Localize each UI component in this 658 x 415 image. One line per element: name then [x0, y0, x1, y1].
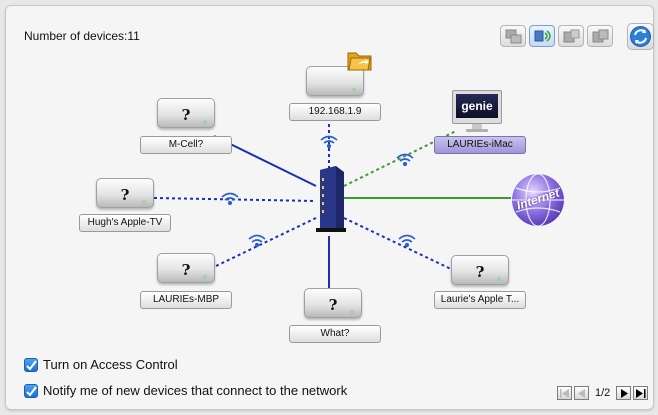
device-icon[interactable]: ? — [96, 178, 154, 208]
page-indicator: 1/2 — [595, 387, 611, 399]
imac-screen-text: genie — [461, 99, 493, 113]
first-page-icon — [560, 389, 569, 398]
grid-view-icon — [592, 29, 609, 43]
last-page-button[interactable] — [633, 386, 648, 400]
notify-new-devices-checkbox[interactable] — [24, 384, 38, 398]
device-icon[interactable]: ? — [304, 288, 362, 318]
checkmark-icon — [26, 386, 37, 397]
device-label[interactable]: Hugh's Apple-TV — [79, 214, 171, 232]
next-page-icon — [621, 389, 628, 398]
wifi-icon — [398, 234, 416, 248]
wifi-icon — [320, 135, 338, 149]
first-page-button[interactable] — [557, 386, 572, 400]
notify-new-devices-label[interactable]: Notify me of new devices that connect to… — [43, 383, 348, 398]
device-icon[interactable]: ? — [157, 98, 215, 128]
device-label-selected[interactable]: LAURIEs-iMac — [434, 136, 526, 154]
list-view-button[interactable] — [500, 25, 526, 47]
folder-share-icon — [347, 52, 372, 71]
unknown-device-glyph: ? — [328, 296, 338, 314]
last-page-icon — [636, 389, 646, 398]
device-count: Number of devices:11 — [24, 29, 140, 43]
device-icon[interactable]: ? — [451, 255, 509, 285]
imac-icon[interactable]: genie — [452, 90, 504, 136]
prev-page-icon — [578, 389, 585, 398]
list-view-icon — [505, 29, 522, 44]
device-label[interactable]: LAURIEs-MBP — [140, 291, 232, 309]
split-view-icon — [563, 29, 580, 43]
device-label[interactable]: M-Cell? — [140, 136, 232, 154]
unknown-device-glyph: ? — [475, 263, 485, 281]
grid-view-button[interactable] — [587, 25, 613, 47]
router-icon[interactable] — [312, 164, 348, 236]
next-page-button[interactable] — [616, 386, 631, 400]
device-label[interactable]: Laurie's Apple T... — [434, 291, 526, 309]
map-view-button[interactable] — [529, 25, 555, 47]
link-lauries-apple-t — [343, 217, 452, 270]
unknown-device-glyph: ? — [181, 261, 191, 279]
wifi-icon — [248, 234, 266, 248]
device-icon[interactable] — [306, 66, 364, 96]
network-map-panel: Number of devices:11 — [5, 5, 654, 410]
refresh-icon — [630, 26, 651, 47]
wifi-icon — [221, 192, 239, 206]
device-icon[interactable]: ? — [157, 253, 215, 283]
prev-page-button[interactable] — [574, 386, 589, 400]
globe-icon — [512, 173, 564, 227]
map-view-icon — [534, 30, 551, 42]
refresh-button[interactable] — [627, 23, 654, 50]
device-label[interactable]: 192.168.1.9 — [289, 103, 381, 121]
link-lauries-mbp — [215, 217, 317, 267]
unknown-device-glyph: ? — [181, 106, 191, 124]
device-label[interactable]: What? — [289, 325, 381, 343]
internet-node[interactable]: Internet — [509, 171, 567, 229]
wifi-icon — [396, 153, 414, 167]
unknown-device-glyph: ? — [120, 186, 130, 204]
checkmark-icon — [26, 360, 37, 371]
access-control-label[interactable]: Turn on Access Control — [43, 357, 178, 372]
split-view-button[interactable] — [558, 25, 584, 47]
access-control-checkbox[interactable] — [24, 358, 38, 372]
